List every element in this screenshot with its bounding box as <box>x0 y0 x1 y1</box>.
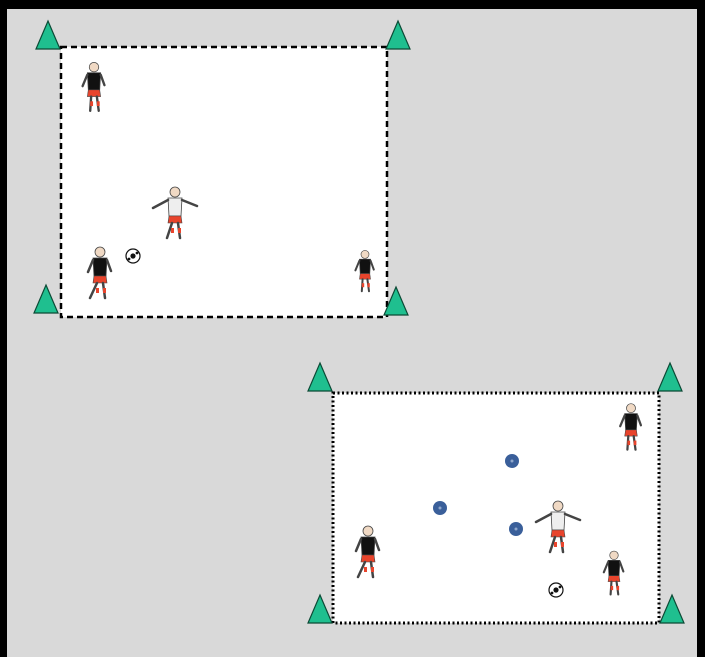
player-shorts <box>93 276 107 283</box>
ball-panel <box>136 252 139 255</box>
player-shirt <box>93 258 107 276</box>
disc-center <box>511 460 514 463</box>
player-sock <box>367 283 369 287</box>
player-shorts <box>625 430 638 436</box>
disc-center <box>439 507 442 510</box>
player-shorts <box>168 216 182 223</box>
player-shirt <box>361 537 375 555</box>
player-shorts <box>359 274 370 280</box>
player-sock <box>364 567 367 572</box>
player-shirt <box>168 198 182 216</box>
disc-marker-icon <box>505 454 519 468</box>
player-shorts <box>551 530 565 537</box>
ball-panel <box>128 258 131 261</box>
player-sock <box>554 542 557 547</box>
player-sock <box>561 542 564 547</box>
disc-marker-icon <box>433 501 447 515</box>
frame-top-border <box>0 0 705 9</box>
player-head <box>627 404 636 413</box>
football-icon <box>549 583 563 597</box>
player-shirt <box>87 73 100 90</box>
player-sock <box>634 441 637 446</box>
player-shirt <box>359 259 370 273</box>
player-sock <box>611 586 614 590</box>
ball-panel <box>551 592 554 595</box>
player-shirt <box>608 560 620 575</box>
player-head <box>95 247 105 257</box>
ball-panel <box>553 587 558 592</box>
player-head <box>89 62 99 72</box>
player-shorts <box>361 555 375 562</box>
player-shirt <box>551 512 565 530</box>
player-head <box>553 501 563 511</box>
player-shorts <box>87 90 100 97</box>
ball-panel <box>130 253 135 258</box>
player-shorts <box>608 576 620 582</box>
player-sock <box>171 228 174 233</box>
player-sock <box>90 101 93 106</box>
player-head <box>610 551 619 560</box>
ball-panel <box>559 586 562 589</box>
player-sock <box>103 288 106 293</box>
disc-center <box>515 528 518 531</box>
football-icon <box>126 249 140 263</box>
player-sock <box>178 228 181 233</box>
frame-left-border <box>0 0 7 657</box>
player-sock <box>96 288 99 293</box>
player-sock <box>371 567 374 572</box>
player-shirt <box>625 414 638 430</box>
field-surface <box>61 47 387 317</box>
disc-marker-icon <box>509 522 523 536</box>
area-bottom-right <box>308 363 684 623</box>
player-head <box>363 526 373 536</box>
frame-right-border <box>697 0 705 657</box>
player-sock <box>627 441 630 446</box>
area-top-left <box>34 21 410 317</box>
player-head <box>170 187 180 197</box>
player-sock <box>617 586 620 590</box>
player-head <box>361 250 369 258</box>
player-sock <box>362 283 364 287</box>
player-sock <box>97 101 100 106</box>
